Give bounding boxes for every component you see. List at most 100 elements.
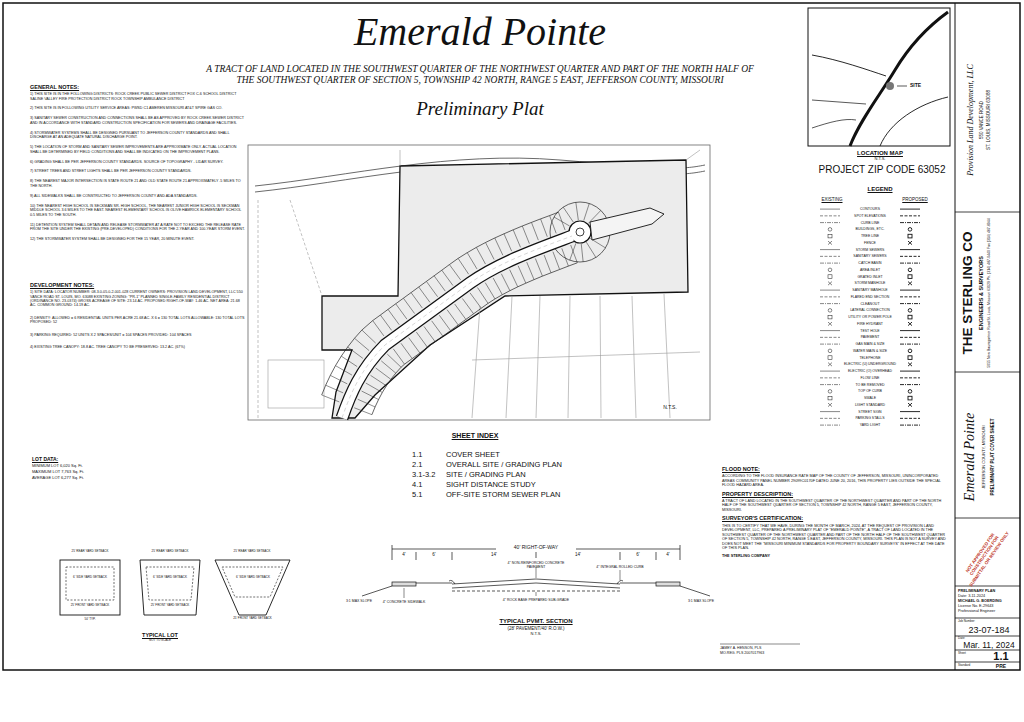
sheet-frame <box>955 518 1020 519</box>
drawing-label: 4' <box>394 552 414 557</box>
legend-text: YARD LIGHT <box>843 423 897 427</box>
notes-column: LOT DATA:MINIMUM LOT 6,020 Sq. Ft.MAXIMU… <box>32 456 142 482</box>
lot-line <box>522 226 529 244</box>
signature-line <box>720 644 800 645</box>
drawing-label: Emerald Pointe <box>962 402 979 512</box>
pavement-section <box>416 583 452 584</box>
lot-line <box>442 270 453 285</box>
sheet-frame <box>955 372 1020 373</box>
lot-line <box>322 395 340 402</box>
legend-symbol <box>908 403 912 407</box>
site-plan <box>248 145 710 420</box>
legend-symbol <box>820 215 840 216</box>
site-plan <box>576 228 584 236</box>
drawing-label: 4" CONCRETE SIDEWALK <box>380 600 428 604</box>
lot-line <box>550 216 557 234</box>
legend-symbol <box>908 403 912 407</box>
drawing-label: TYPICAL LOT <box>125 632 195 639</box>
lot-line <box>424 326 435 341</box>
legend-symbol <box>828 396 832 400</box>
lot-line <box>387 354 401 367</box>
legend-text: LATERAL CONNECTION <box>843 308 897 312</box>
lot-line <box>504 234 512 251</box>
lot-line <box>355 338 370 350</box>
legend-text: UTILITY OR POWER POLE <box>843 315 897 319</box>
drawing-label: N.T.S. <box>840 157 920 162</box>
location-map <box>812 119 856 128</box>
legend-symbol <box>828 234 832 238</box>
legend-symbol <box>908 322 912 326</box>
drawing-label: Mar. 11, 2024 <box>958 640 1020 650</box>
drawing-label: SITE / GRADING PLAN <box>446 470 626 479</box>
drawing-label: 3:1 MAX SLOPE <box>684 599 718 603</box>
lot-line <box>493 278 502 295</box>
drawing-label: ST. LOUIS, MISSOURI 63088 <box>986 35 991 205</box>
legend-text: STORM MANHOLE <box>843 281 897 285</box>
drawing-label: Provision Land Development, LLC <box>966 35 976 205</box>
drawing-label: License No. E-29643 <box>958 604 1020 609</box>
drawing-label: PROJECT ZIP CODE 63052 <box>812 164 952 176</box>
legend-symbol <box>820 411 840 412</box>
legend-symbol <box>820 330 840 331</box>
note-text: 8) THE NEAREST MAJOR INTERSECTION IS STA… <box>30 179 245 188</box>
legend-symbol <box>908 282 912 286</box>
site-plan <box>590 208 664 240</box>
note-text: 9) ALL SIDEWALKS SHALL BE CONSTRUCTED TO… <box>30 194 245 198</box>
lot-line <box>432 321 443 336</box>
drawing-label: Standard <box>958 664 988 668</box>
site-plan <box>472 352 700 360</box>
pavement-section <box>620 552 621 560</box>
lot-line <box>376 368 391 379</box>
legend-symbol <box>908 322 912 326</box>
drawing-label: JEFFERSON COUNTY, MISSOURI <box>982 402 987 512</box>
legend-symbol <box>908 268 912 272</box>
drawing-label: 14' <box>568 552 588 557</box>
note-text: 1) THIS SITE IS IN THE FOLLOWING DISTRIC… <box>30 92 245 101</box>
drawing-label: 40' RIGHT-OF-WAY <box>496 544 576 550</box>
lot-line <box>554 217 570 226</box>
legend-symbol <box>828 403 832 407</box>
drawing-label: MICHAEL G. BOERDING <box>958 599 1020 604</box>
legend-symbol <box>900 344 920 345</box>
legend-symbol <box>900 296 920 297</box>
note-text: 11) DETENTION SYSTEM SHALL DETAIN AND RE… <box>30 223 245 232</box>
site-plan <box>258 150 700 418</box>
note-text: PROPERTY DESCRIPTION: <box>722 491 950 498</box>
legend-symbol <box>900 303 920 304</box>
site-plan <box>536 296 540 418</box>
note-text: MINIMUM LOT 6,020 Sq. Ft. <box>32 464 142 469</box>
legend-text: ELECTRIC (U) UNDERGROUND <box>843 362 897 366</box>
site-plan <box>258 200 259 418</box>
legend-symbol <box>908 309 912 313</box>
drawing-label: 1.1 <box>412 450 444 459</box>
site-plan <box>400 150 401 166</box>
lot-line <box>570 243 576 260</box>
lot-line <box>393 349 404 364</box>
notes-column: GENERAL NOTES:1) THIS SITE IS IN THE FOL… <box>30 84 245 247</box>
drawing-label: TYPICAL PVMT. SECTION <box>476 618 596 625</box>
lot-line <box>455 304 466 319</box>
note-text: THE STERLING COMPANY <box>722 554 950 559</box>
legend-symbol <box>828 275 832 279</box>
site-plan <box>342 236 572 418</box>
legend-text: SPOT ELEVATIONS <box>843 214 897 218</box>
note-text: 4) EXISTING TREE CANOPY: 18.8 AC. TREE C… <box>30 345 245 349</box>
legend-symbol <box>828 322 832 326</box>
legend-symbol <box>908 241 912 245</box>
drawing-label: 4.1 <box>412 480 444 489</box>
site-plan <box>568 296 570 418</box>
drawing-label: 25' FRONT YARD SETBACK <box>215 617 290 621</box>
note-text: 3) PARKING REQUIRED: 52 UNITS X 2 SPACES… <box>30 333 245 337</box>
location-map <box>897 86 907 87</box>
drawing-label: 550 VANCE ROAD <box>979 35 984 205</box>
drawing-label: PRELIMINARY PLAN <box>958 589 1020 594</box>
note-text: 7) STREET TREES AND STREET LIGHTS SHALL … <box>30 169 245 173</box>
lot-line <box>584 203 590 220</box>
drawing-label: THE STERLING CO <box>960 218 976 368</box>
lot-line <box>576 202 579 220</box>
legend-symbol <box>820 371 840 372</box>
legend-text: SWALE <box>843 396 897 400</box>
drawing-label: 5055 New Baumgartner Road St. Louis, Mis… <box>987 218 991 368</box>
lot-line <box>401 343 412 358</box>
drawing-label: JAMEY A. HENSON, PLS <box>720 646 820 650</box>
